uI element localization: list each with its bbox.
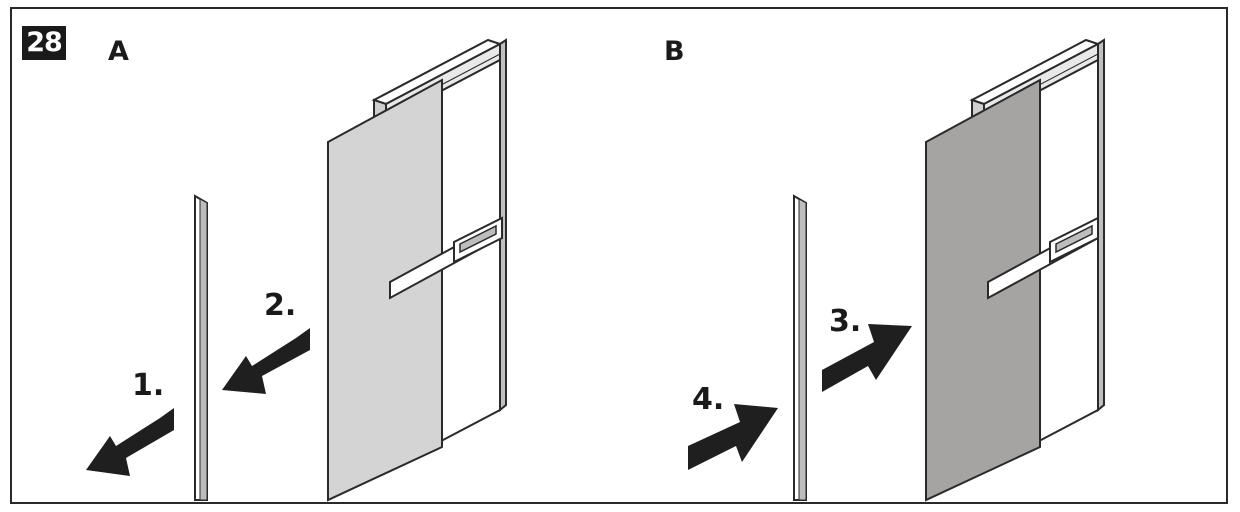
door-panel-b [925,78,1041,502]
arrow-step-2 [222,328,310,394]
panel-a-illustration [194,38,507,502]
door-panel-a [327,78,443,502]
handle-a [453,216,503,264]
step-label-1: 1. [132,368,165,403]
handle-b [1049,216,1099,264]
step-label-4: 4. [692,382,725,417]
arrow-step-1 [86,408,174,476]
figure-number-badge: 28 [22,26,66,60]
panel-label-b: B [664,36,685,67]
step-label-3: 3. [829,304,862,339]
arrow-step-3 [822,324,912,392]
arrow-step-4 [688,404,778,470]
figure-frame [10,7,1228,504]
profile-strip-b [793,194,807,501]
panel-label-a: A [108,36,129,67]
panel-b-illustration [793,38,1105,502]
profile-strip-a [194,194,208,501]
step-label-2: 2. [264,288,297,323]
